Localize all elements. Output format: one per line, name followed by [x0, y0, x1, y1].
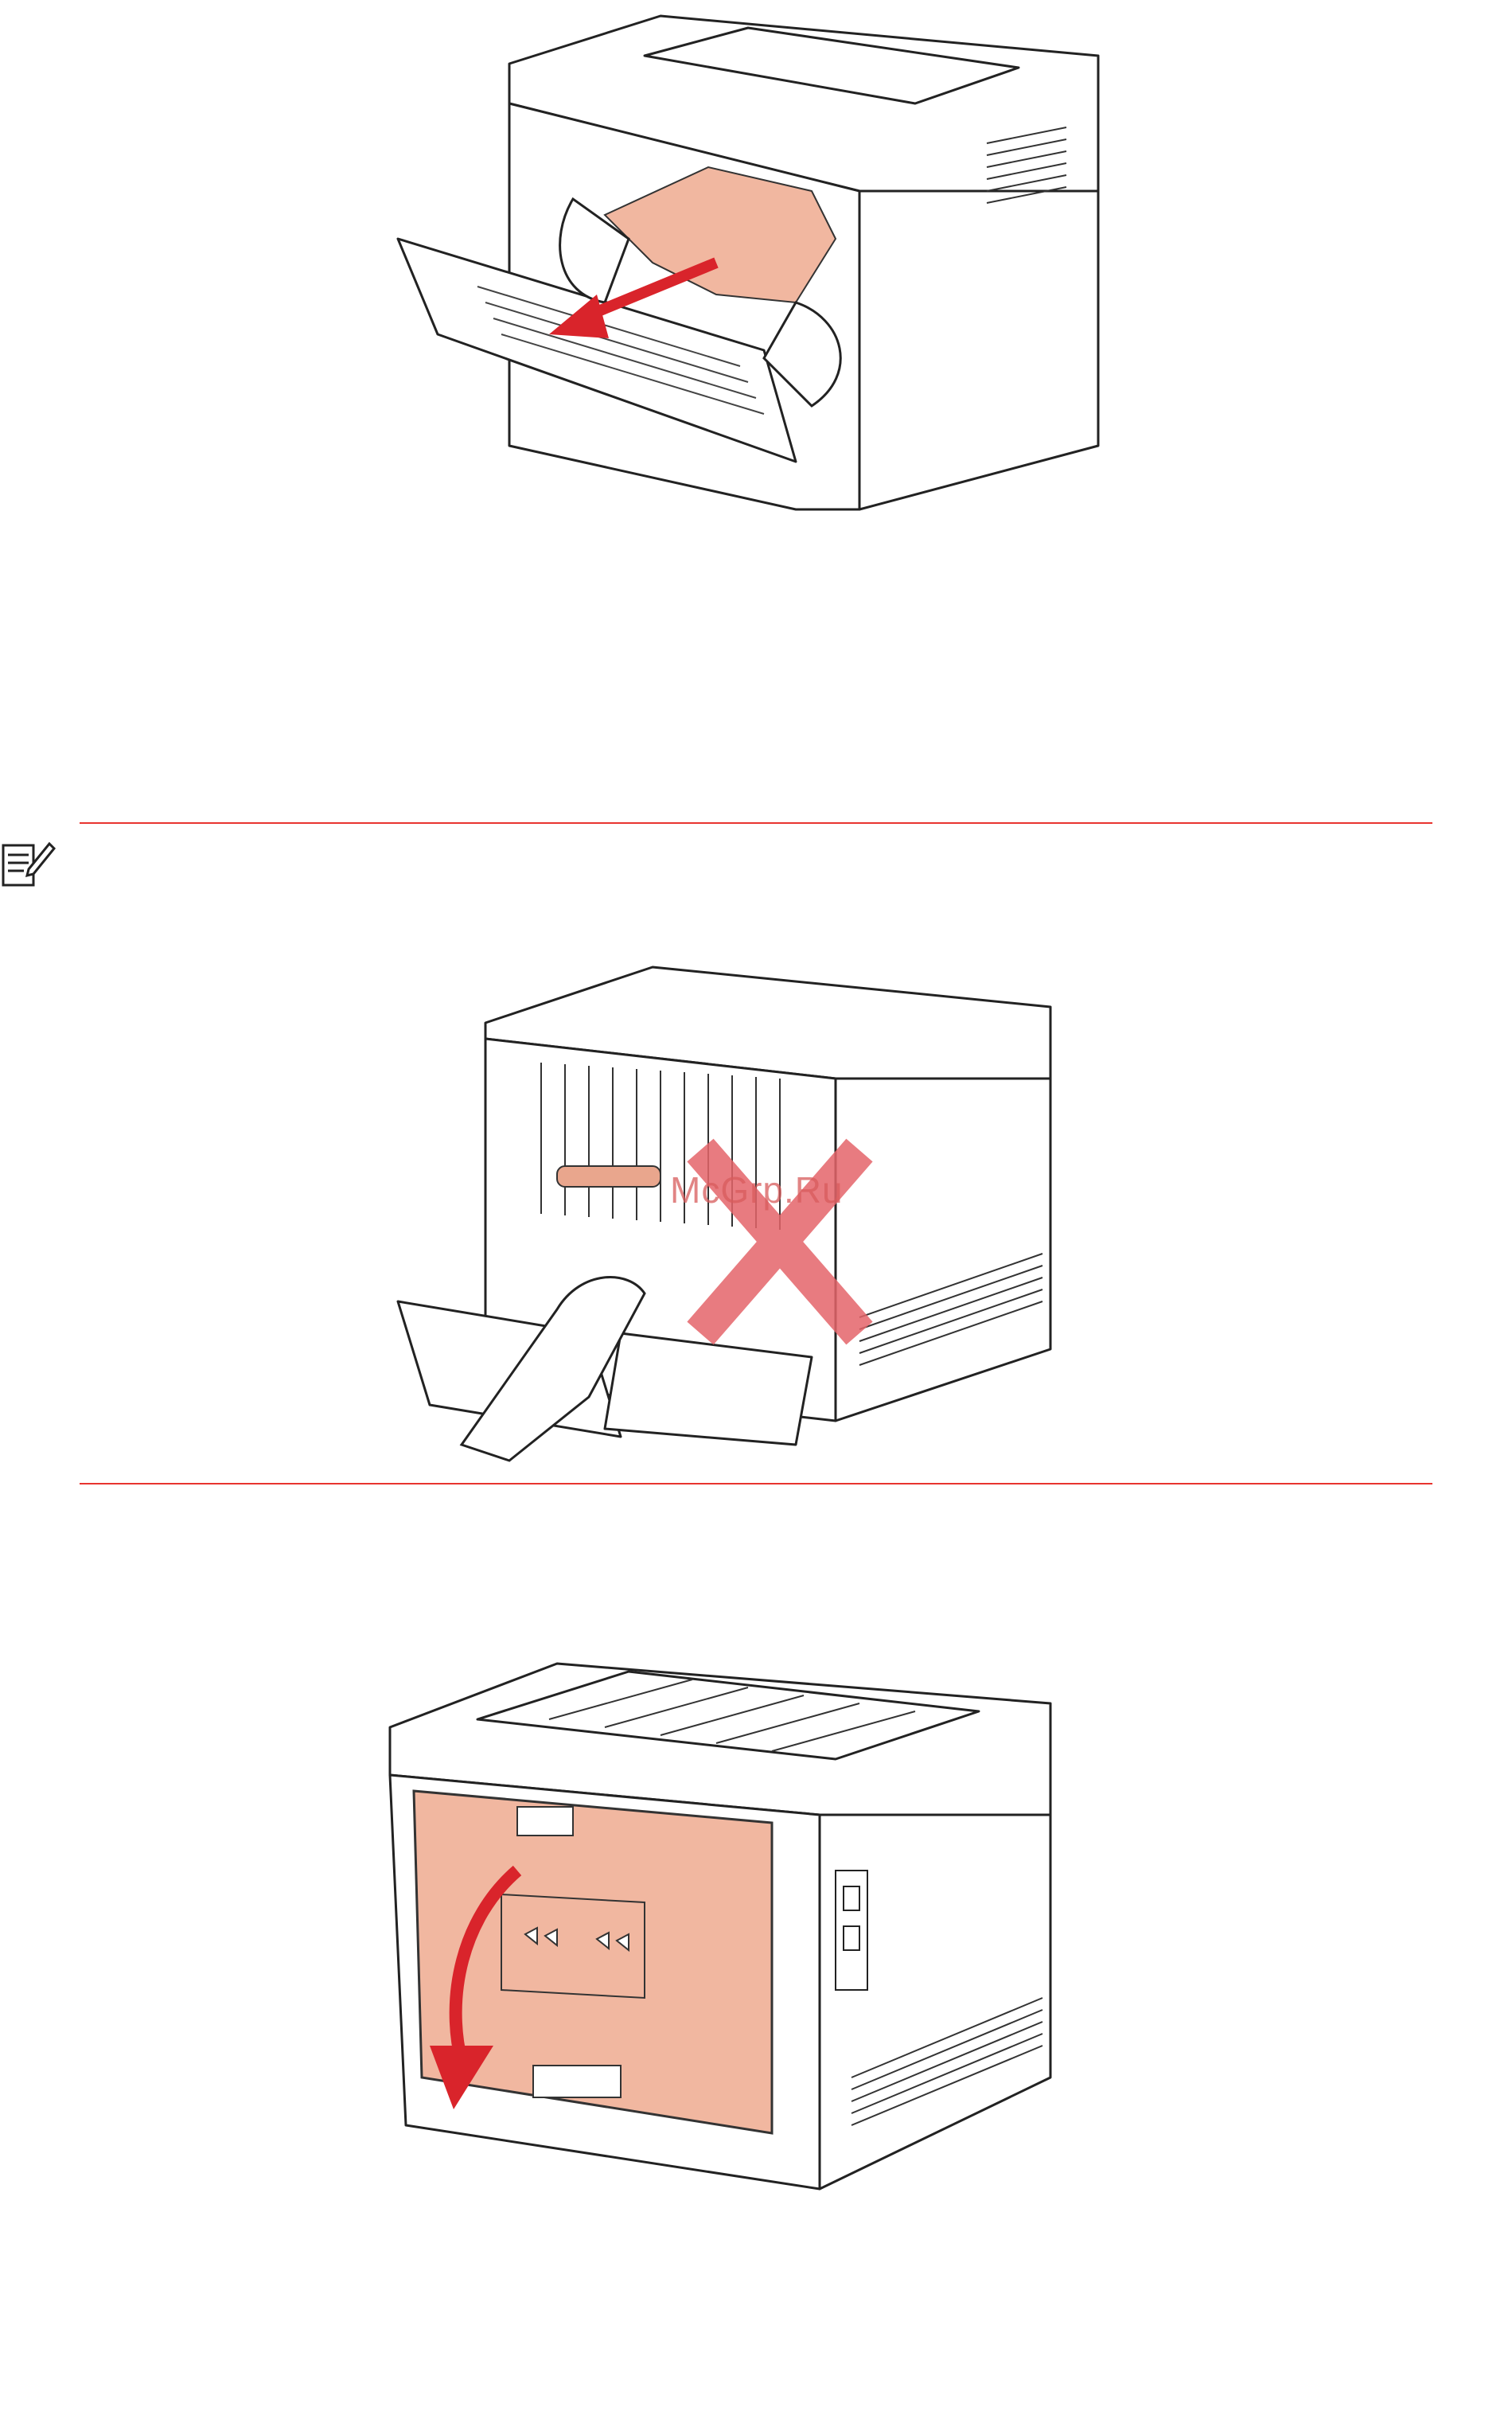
figure-front-jam-removal	[366, 0, 1130, 517]
printer-rear-closed-icon	[374, 1632, 1074, 2221]
printer-front-open-icon	[366, 0, 1130, 517]
note-bottom-rule	[80, 1483, 1432, 1484]
watermark-text: McGrp.Ru	[670, 1168, 844, 1211]
fuser-roller-icon	[557, 1166, 661, 1187]
figure-rear-cover-open	[374, 1632, 1074, 2221]
note-pencil-icon	[0, 837, 56, 893]
note-top-rule	[80, 822, 1432, 824]
